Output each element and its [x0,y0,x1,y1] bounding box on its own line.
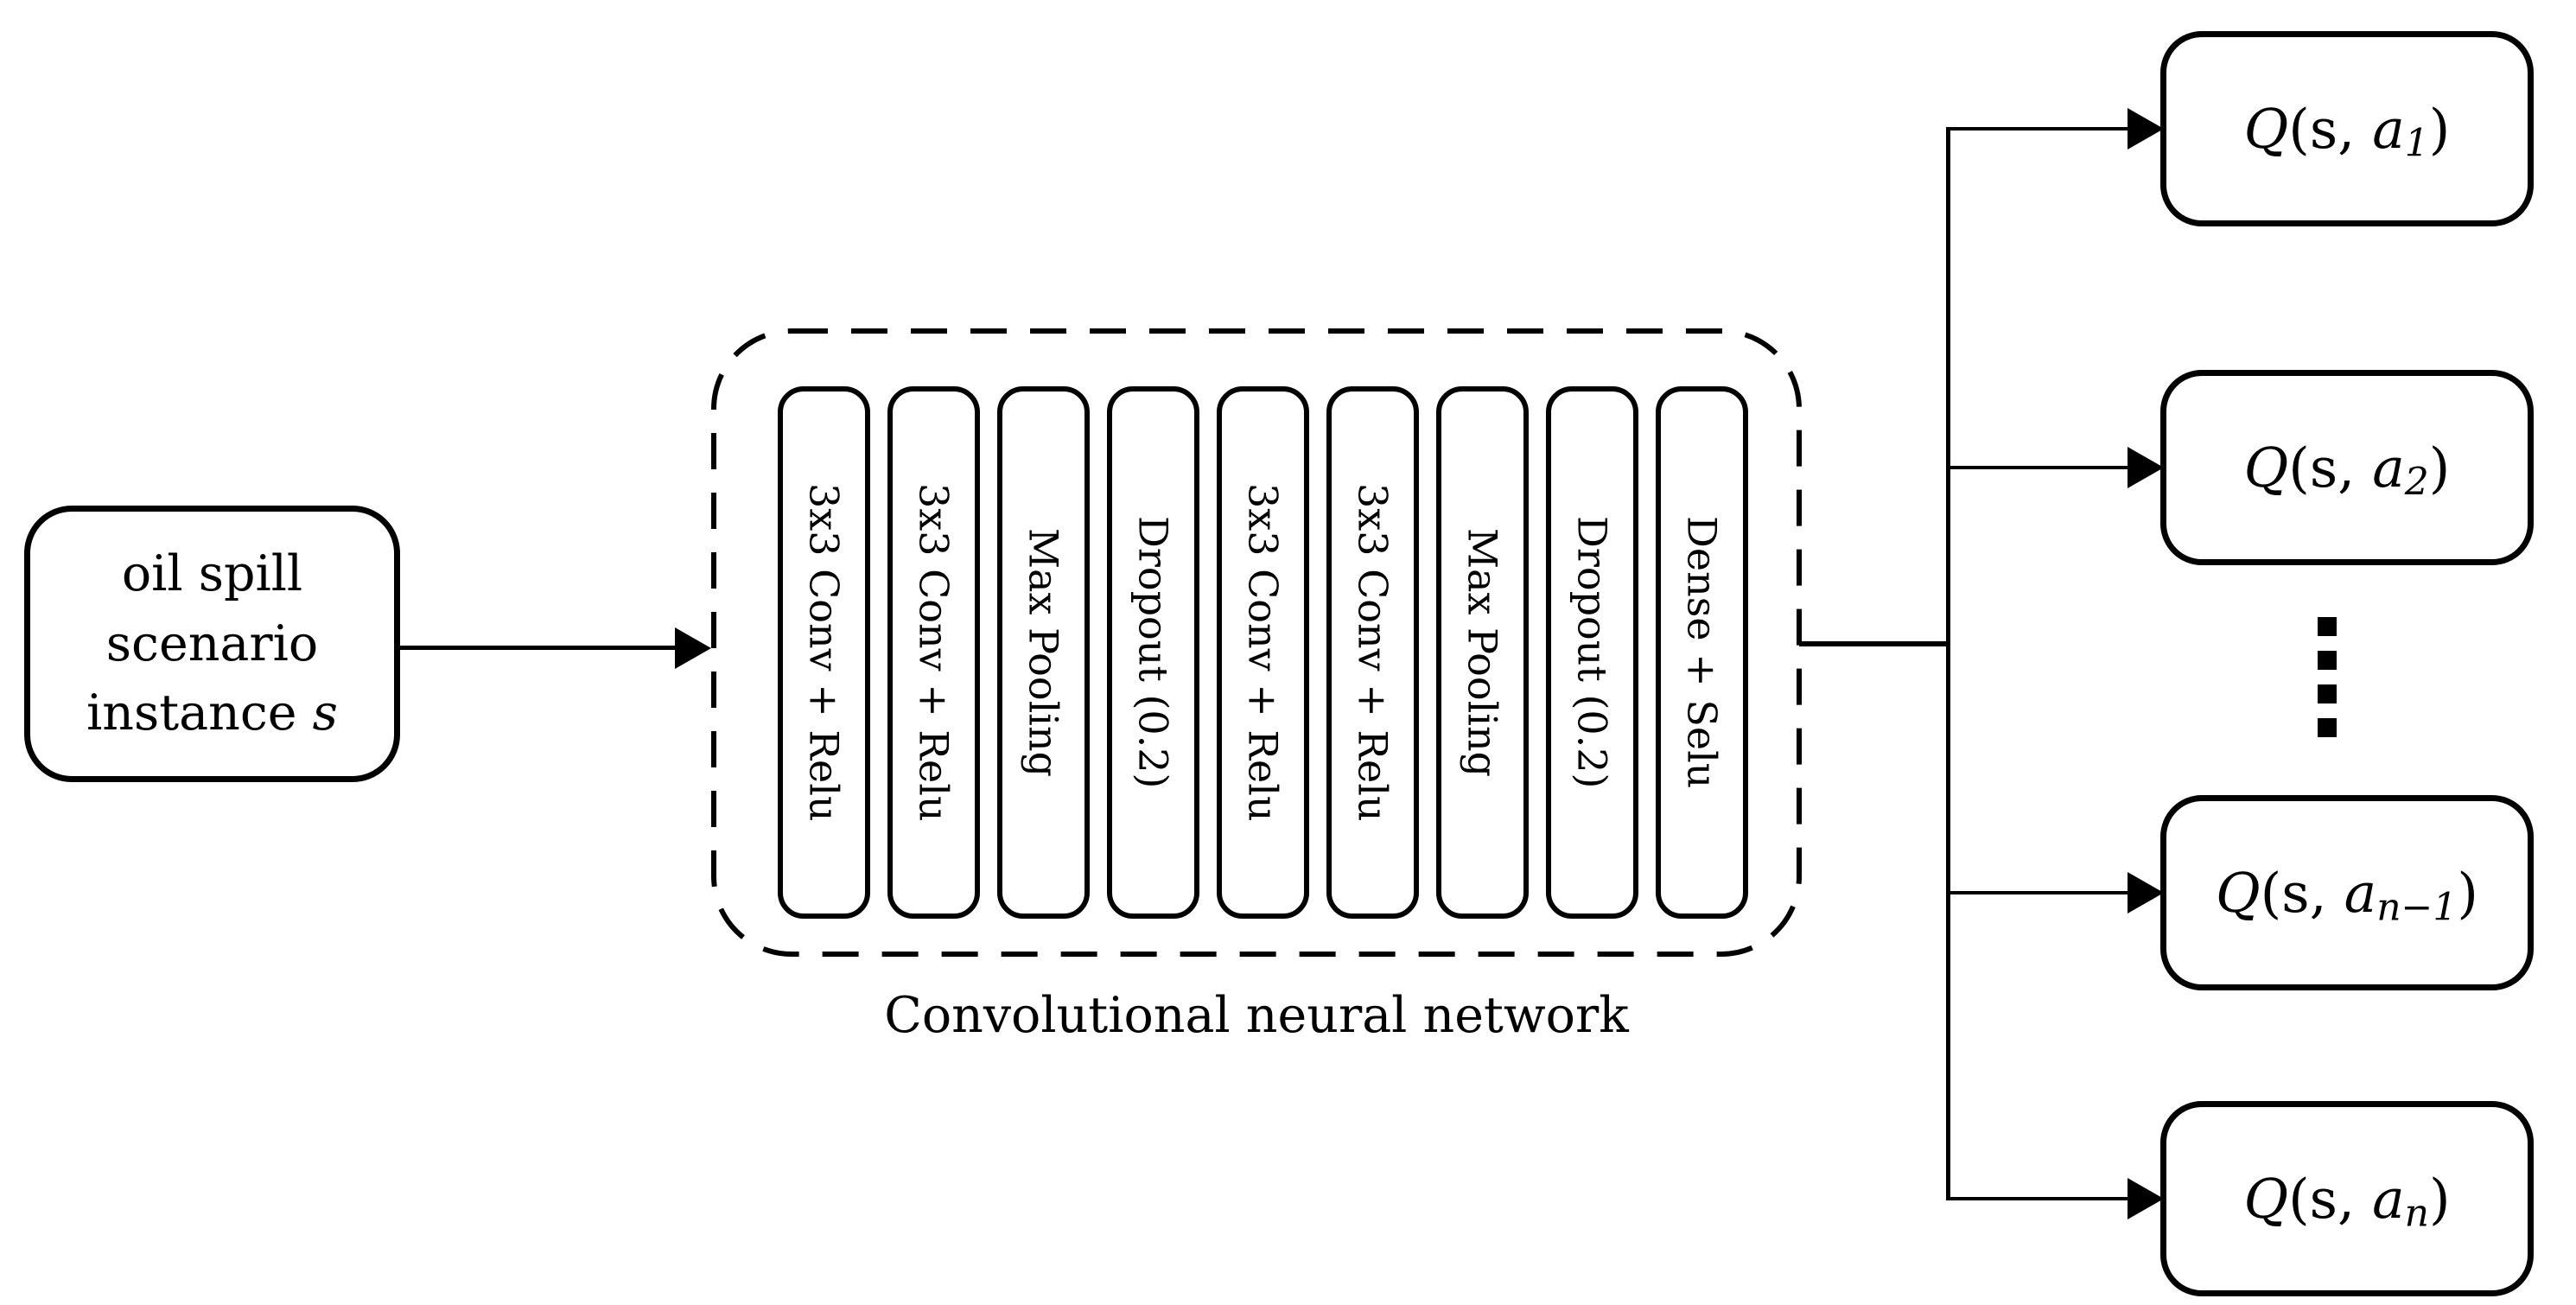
cnn-layer-box-7: Max Pooling [1436,386,1529,919]
input-box-line2: scenario [105,614,319,672]
input-box-line3: instance s [86,678,338,748]
output-box-q1: Q(s, a1) [2160,31,2534,226]
input-box: oil spill scenario instance s [24,506,400,782]
q-value-label: Q(s, an−1) [2216,861,2478,930]
cnn-layer-box-2: 3x3 Conv + Relu [887,386,980,919]
cnn-layer-box-1: 3x3 Conv + Relu [778,386,870,919]
cnn-layer-label: 3x3 Conv + Relu [1349,483,1396,822]
arrow-right-icon [2128,1178,2164,1219]
cnn-output-line [1799,641,1950,646]
arrow-right-icon [2128,872,2164,914]
input-to-cnn-line [400,646,678,650]
branch-line-q2 [1946,466,2129,469]
arrow-right-icon [2128,108,2164,150]
cnn-layer-box-3: Max Pooling [997,386,1090,919]
branch-line-q1 [1946,127,2129,130]
cnn-layer-label: 3x3 Conv + Relu [1239,483,1287,822]
cnn-layer-label: Dropout (0.2) [1568,516,1616,789]
cnn-layer-box-4: Dropout (0.2) [1107,386,1199,919]
q-value-label: Q(s, a2) [2243,436,2451,505]
arrow-right-icon [2128,447,2164,488]
input-box-line3-text: instance [86,684,313,742]
cnn-caption: Convolutional neural network [884,987,1629,1044]
cnn-layer-label: Dense + Selu [1678,516,1726,789]
ellipsis-dot [2318,617,2337,636]
q-value-label: Q(s, an) [2243,1167,2451,1236]
cnn-layer-box-5: 3x3 Conv + Relu [1217,386,1309,919]
output-box-qn: Q(s, an) [2160,1101,2534,1296]
cnn-layer-label: 3x3 Conv + Relu [800,483,848,822]
branch-line-qn1 [1946,891,2129,894]
cnn-layer-box-9: Dense + Selu [1656,386,1748,919]
cnn-layer-label: Max Pooling [1020,527,1067,778]
vertical-ellipsis-icon [2318,617,2337,737]
q-value-label: Q(s, a1) [2243,97,2451,166]
cnn-layer-label: Max Pooling [1459,527,1506,778]
ellipsis-dot [2318,684,2337,703]
cnn-layer-box-6: 3x3 Conv + Relu [1326,386,1419,919]
cnn-layer-label: 3x3 Conv + Relu [910,483,957,822]
state-variable: s [312,684,338,742]
ellipsis-dot [2318,718,2337,737]
input-box-line1: oil spill [121,544,303,602]
output-trunk-line [1946,127,1950,1200]
cnn-layer-box-8: Dropout (0.2) [1546,386,1638,919]
cnn-layer-label: Dropout (0.2) [1129,516,1177,789]
output-box-qn-1: Q(s, an−1) [2160,795,2534,990]
ellipsis-dot [2318,651,2337,670]
output-box-q2: Q(s, a2) [2160,370,2534,565]
arrow-right-icon [675,627,711,669]
branch-line-qn [1946,1197,2129,1200]
